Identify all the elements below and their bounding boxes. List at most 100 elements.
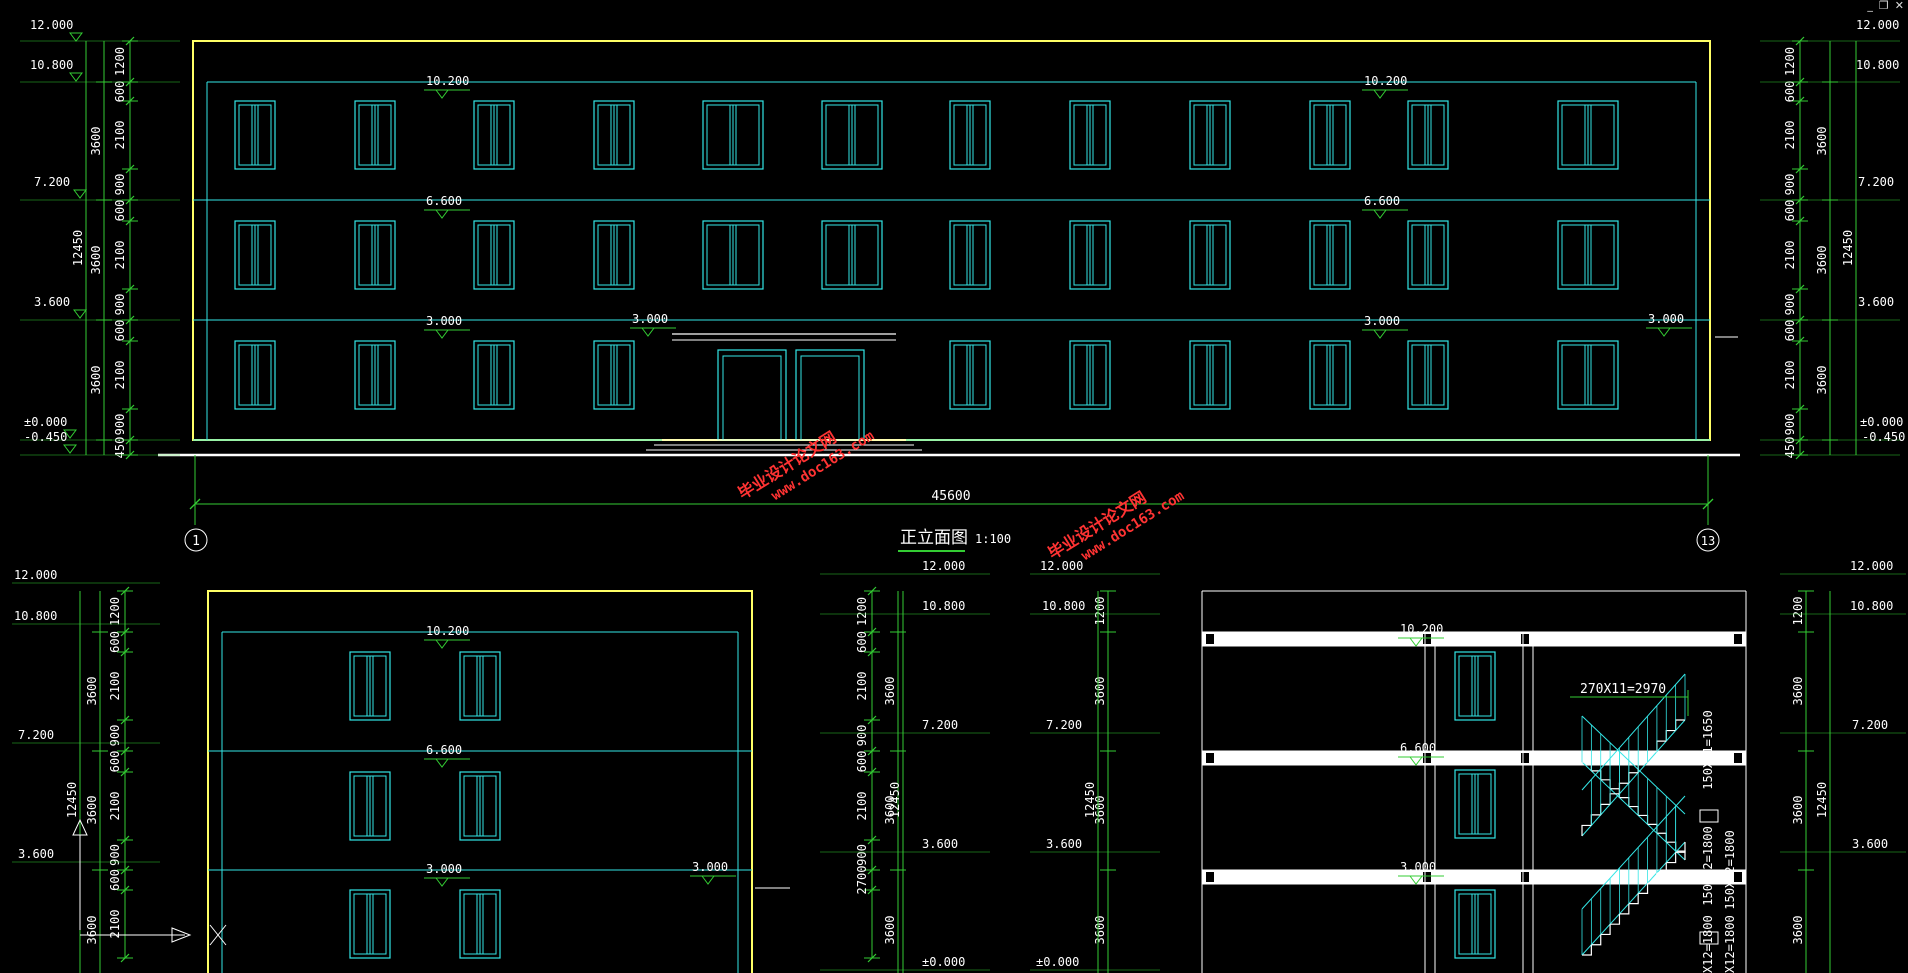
window-frame <box>1454 889 1496 959</box>
floor-level-mark: 3.000 <box>1364 314 1400 328</box>
front-right-seg-dim-label: 900 <box>1783 414 1797 436</box>
level-triangle <box>435 89 449 99</box>
front-right-level: -0.450 <box>1862 430 1905 444</box>
section-arrow-head <box>171 927 192 943</box>
window-frame <box>473 100 515 170</box>
section-cut-mark <box>209 924 227 946</box>
window-frame <box>459 771 501 841</box>
front-elevation-scale: 1:100 <box>975 532 1011 546</box>
window-frame <box>1407 220 1449 290</box>
side-left-level: 12.000 <box>14 568 57 582</box>
window-frame <box>1454 769 1496 839</box>
front-window <box>949 220 991 290</box>
side-right-seg-dim-label: 900 <box>855 725 869 747</box>
section-left-level: 12.000 <box>1040 559 1083 573</box>
level-triangle <box>63 444 77 454</box>
side-left-level: 10.800 <box>14 609 57 623</box>
section-window <box>1454 651 1496 721</box>
front-right-seg-dim-label: 600 <box>1783 320 1797 342</box>
front-left-level: 12.000 <box>30 18 73 32</box>
front-left-storey-label: 3600 <box>89 366 103 395</box>
side-left-seg-dim-slash <box>120 767 130 777</box>
section-window <box>1454 769 1496 839</box>
level-triangle <box>641 327 655 337</box>
floor-level-mark: 10.200 <box>426 74 469 88</box>
minimize-icon[interactable]: _ <box>1867 0 1873 12</box>
front-window <box>821 100 883 170</box>
front-left-seg-dim-slash <box>125 284 135 294</box>
window-frame <box>234 100 276 170</box>
front-window <box>234 340 276 410</box>
front-left-seg-dim-label: 2100 <box>113 361 127 390</box>
side-right-seg-dim-slash <box>867 767 877 777</box>
front-window <box>1069 100 1111 170</box>
front-window <box>1189 340 1231 410</box>
stair-handrail <box>1581 795 1686 910</box>
side-right-seg-dim-label: 900 <box>855 844 869 866</box>
stair-riser-dim: 150X12=1800 <box>1723 915 1737 973</box>
side-right-level: 12.000 <box>922 559 965 573</box>
front-left-level: 3.600 <box>34 295 70 309</box>
window-frame <box>702 100 764 170</box>
section-window <box>1454 889 1496 959</box>
side-right-seg-dim-label: 600 <box>855 751 869 773</box>
side-right-seg-dim-slash <box>867 865 877 875</box>
section-right-total-label: 12450 <box>1815 782 1829 818</box>
window-frame <box>354 100 396 170</box>
front-window <box>354 340 396 410</box>
front-right-seg-dim-label: 2100 <box>1783 361 1797 390</box>
stair-section: 10.2006.6003.000270X11=2970150X11=165015… <box>1030 559 1906 973</box>
restore-icon[interactable]: ❐ <box>1878 0 1889 12</box>
front-right-level: ±0.000 <box>1860 415 1903 429</box>
stair-riser-dim: 150X11=1650 <box>1701 710 1715 789</box>
front-right-total-label: 12450 <box>1841 230 1855 266</box>
axis-bubble <box>1696 528 1720 552</box>
front-left-seg-dim-label: 1200 <box>113 47 127 76</box>
front-left-seg-dim-label: 450 <box>113 437 127 459</box>
slab-cut <box>1206 634 1214 644</box>
front-window <box>354 100 396 170</box>
level-triangle <box>1373 89 1387 99</box>
level-triangle <box>73 309 87 319</box>
section-left-storey-label: 3600 <box>1093 796 1107 825</box>
axis-label-end: 13 <box>1701 534 1715 548</box>
front-window <box>1069 220 1111 290</box>
front-left-seg-dim-label: 2100 <box>113 241 127 270</box>
window-frame <box>234 340 276 410</box>
side-right-seg-dim-slash <box>867 885 877 895</box>
front-left-seg-dim-label: 900 <box>113 174 127 196</box>
front-right-seg-dim-slash <box>1795 216 1805 226</box>
close-icon[interactable]: ✕ <box>1894 0 1904 12</box>
side-left-seg-dim-label: 600 <box>108 869 122 891</box>
front-right-seg-dim-slash <box>1795 404 1805 414</box>
front-right-seg-dim-label: 1200 <box>1783 47 1797 76</box>
stair-stringer <box>1581 761 1686 861</box>
front-left-level: -0.450 <box>24 430 67 444</box>
front-right-seg-dim-slash <box>1795 164 1805 174</box>
window-frame <box>1454 651 1496 721</box>
level-triangle <box>69 32 83 42</box>
front-left-level: 7.200 <box>34 175 70 189</box>
slab-cut <box>1521 634 1529 644</box>
stair-tread <box>1619 903 1630 915</box>
side-left-seg-dim-label: 2100 <box>108 792 122 821</box>
slab-cut <box>1734 872 1742 882</box>
side-right-seg-dim-slash <box>867 746 877 756</box>
side-right-level: 7.200 <box>922 718 958 732</box>
front-window <box>1557 100 1619 170</box>
level-triangle <box>69 72 83 82</box>
level-triangle <box>435 209 449 219</box>
front-right-seg-dim-label: 450 <box>1783 437 1797 459</box>
side-floor-mark: 10.200 <box>426 624 469 638</box>
main-entrance <box>646 333 922 451</box>
front-window <box>473 340 515 410</box>
section-left-storey-label: 3600 <box>1093 916 1107 945</box>
side-right-level: ±0.000 <box>922 955 965 969</box>
front-right-seg-dim-label: 600 <box>1783 81 1797 103</box>
window-frame <box>459 889 501 959</box>
side-right-total-label: 12450 <box>888 782 902 818</box>
side-left-seg-dim-slash <box>120 835 130 845</box>
front-window <box>949 340 991 410</box>
